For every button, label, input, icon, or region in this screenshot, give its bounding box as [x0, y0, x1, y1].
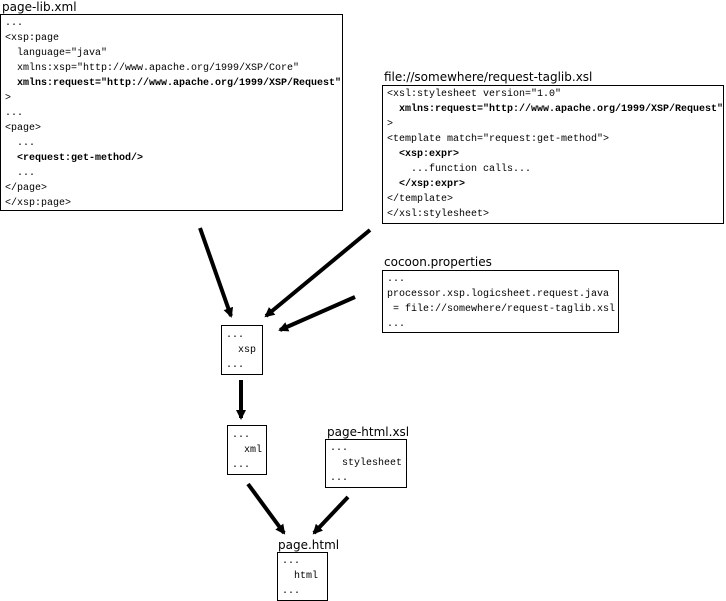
page-html-xsl-line: ...: [330, 473, 349, 484]
xml-box: ... xml ...: [227, 425, 267, 475]
arrow-xml-to-page-html: [246, 482, 286, 535]
xml-line: xml: [232, 445, 263, 456]
taglib-line: <xsl:stylesheet version="1.0": [387, 89, 562, 100]
taglib-line: ...function calls...: [387, 164, 532, 175]
page-lib-line: ...: [5, 168, 36, 179]
xsp-box: ... xsp ...: [221, 325, 263, 375]
taglib-title: file://somewhere/request-taglib.xsl: [384, 70, 593, 84]
page-html-box: ... html ...: [277, 552, 328, 601]
page-html-line: html: [282, 571, 319, 582]
cocoon-line: ...: [387, 274, 406, 285]
page-html-xsl-line: stylesheet: [330, 458, 403, 469]
cocoon-line: processor.xsp.logicsheet.request.java: [387, 289, 610, 300]
page-lib-line: </xsp:page>: [5, 198, 72, 209]
xsp-line: ...: [226, 330, 245, 341]
cocoon-line: ...: [387, 319, 406, 330]
page-lib-line: </page>: [5, 183, 48, 194]
page-lib-line: <request:get-method/>: [5, 153, 144, 164]
cocoon-line: = file://somewhere/request-taglib.xsl: [387, 304, 616, 315]
page-lib-line: <xsp:page: [5, 33, 60, 44]
xml-line: ...: [232, 430, 251, 441]
xsp-line: xsp: [226, 345, 257, 356]
page-html-line: ...: [282, 556, 301, 567]
page-lib-box: ... <xsp:page language="java" xmlns:xsp=…: [0, 14, 343, 211]
page-lib-line: xmlns:xsp="http://www.apache.org/1999/XS…: [5, 63, 300, 74]
page-lib-line: ...: [5, 108, 24, 119]
page-html-xsl-box: ... stylesheet ...: [325, 439, 407, 488]
taglib-line: </template>: [387, 194, 454, 205]
arrow-page-lib-to-xsp: [198, 227, 234, 318]
taglib-line: <xsp:expr>: [387, 149, 460, 160]
cocoon-title: cocoon.properties: [384, 255, 492, 269]
taglib-box: <xsl:stylesheet version="1.0" xmlns:requ…: [382, 85, 724, 224]
page-lib-line: >: [5, 93, 12, 104]
taglib-line: </xsp:expr>: [387, 179, 466, 190]
taglib-line: </xsl:stylesheet>: [387, 209, 490, 220]
cocoon-box: ... processor.xsp.logicsheet.request.jav…: [382, 270, 619, 333]
taglib-line: xmlns:request="http://www.apache.org/199…: [387, 104, 724, 115]
page-html-xsl-title: page-html.xsl: [327, 425, 410, 439]
page-lib-line: <page>: [5, 123, 42, 134]
page-lib-line: ...: [5, 18, 24, 29]
page-lib-line: xmlns:request="http://www.apache.org/199…: [5, 78, 342, 89]
page-html-title: page.html: [278, 538, 340, 552]
page-html-line: ...: [282, 586, 301, 597]
page-html-xsl-line: ...: [330, 443, 349, 454]
page-lib-line: ...: [5, 138, 36, 149]
arrow-cocoon-to-xsp: [278, 295, 356, 332]
page-lib-line: language="java": [5, 48, 108, 59]
arrow-page-html-xsl-to-page-html: [312, 495, 350, 535]
page-lib-title: page-lib.xml: [2, 0, 77, 14]
arrow-taglib-to-xsp: [264, 228, 372, 318]
taglib-line: <template match="request:get-method">: [387, 134, 610, 145]
taglib-line: >: [387, 119, 394, 130]
xsp-line: ...: [226, 360, 245, 371]
xml-line: ...: [232, 460, 251, 471]
